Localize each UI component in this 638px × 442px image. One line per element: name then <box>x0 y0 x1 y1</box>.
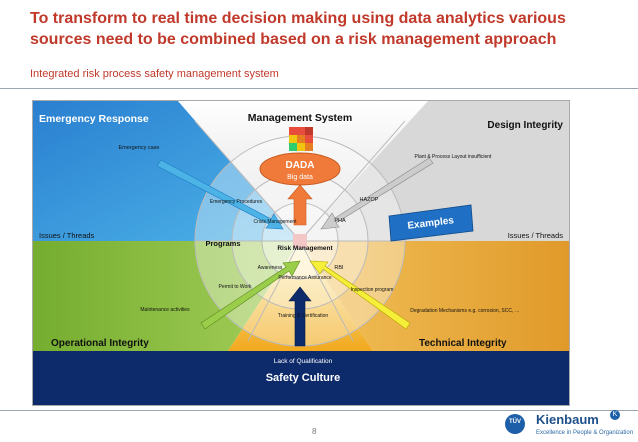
design-integrity-region <box>300 101 569 241</box>
tuv-logo: TÜV <box>505 414 525 434</box>
orange-up-arrow <box>287 184 313 226</box>
diagram-frame <box>32 100 570 406</box>
emergency-case-label: Emergency case <box>119 145 160 151</box>
heatmap-icon <box>289 127 313 151</box>
ring-divider <box>247 240 301 342</box>
big-data-label: Big data <box>287 174 313 181</box>
grey-arrow <box>320 157 434 230</box>
management-system-title: Management System <box>248 112 352 124</box>
dada-label: DADA <box>286 160 315 171</box>
navy-up-arrow <box>288 286 312 347</box>
hazop-label: HAZOP <box>360 197 379 203</box>
safety-culture-band <box>33 351 569 405</box>
green-arrow <box>200 260 301 330</box>
design-integrity-title: Design Integrity <box>487 120 563 131</box>
risk-management-label: Risk Management <box>277 245 333 252</box>
lack-of-qualification-label: Lack of Qualification <box>274 358 333 365</box>
permit-to-work-label: Permit to Work <box>219 284 252 290</box>
technical-integrity-title: Technical Integrity <box>419 338 507 349</box>
safety-culture-title: Safety Culture <box>266 372 341 384</box>
page-subtitle: Integrated risk process safety managemen… <box>30 68 279 80</box>
plant-process-label: Plant & Process Layout insufficient <box>415 154 493 160</box>
brand-tagline: Excellence in People & Organization <box>536 430 634 436</box>
pha-label: PHA <box>334 218 346 224</box>
svg-text:Emergency Response: Emergency Response <box>39 113 149 125</box>
risk-center-square <box>293 234 307 248</box>
maintenance-label: Maintenance activities <box>140 307 190 313</box>
ring-divider <box>299 120 406 242</box>
emergency-response-title: Emergency Response <box>39 113 149 125</box>
risk-management-diagram: DADA Big data Examples Emergency Respons… <box>33 101 569 405</box>
kienbaum-mark-icon: K <box>610 410 620 420</box>
ring-divider <box>194 120 301 242</box>
operational-integrity-region <box>33 241 300 351</box>
footer-divider <box>0 410 638 411</box>
technical-integrity-region <box>300 241 569 351</box>
awareness-label: Awareness <box>258 265 283 271</box>
kienbaum-logo: Kienbaum <box>536 412 599 427</box>
programs-label: Programs <box>205 239 240 248</box>
crisis-management-label: Crisis Management <box>253 219 297 225</box>
issues-threads-right: Issues / Threads <box>508 231 564 240</box>
yellow-arrow <box>309 260 411 330</box>
operational-integrity-title: Operational Integrity <box>51 338 149 349</box>
issues-threads-left: Issues / Threads <box>39 231 95 240</box>
emergency-procedures-label: Emergency Procedures <box>210 199 263 205</box>
training-certification-label: Training & Certification <box>278 313 329 319</box>
inspection-program-label: Inspection program <box>351 287 394 293</box>
page-number: 8 <box>312 427 317 436</box>
tuv-logo-text: TÜV <box>509 419 521 425</box>
page-title: To transform to real time decision makin… <box>30 10 566 48</box>
degradation-label: Degradation Mechanisms e.g. corrosion, S… <box>410 308 520 314</box>
ring-divider <box>299 240 354 342</box>
performance-assurance-label: Performance Assurance <box>278 275 332 281</box>
rbi-label: RBI <box>334 265 344 271</box>
blue-arrow <box>156 159 284 230</box>
examples-box <box>388 204 474 242</box>
header-divider <box>0 88 638 89</box>
